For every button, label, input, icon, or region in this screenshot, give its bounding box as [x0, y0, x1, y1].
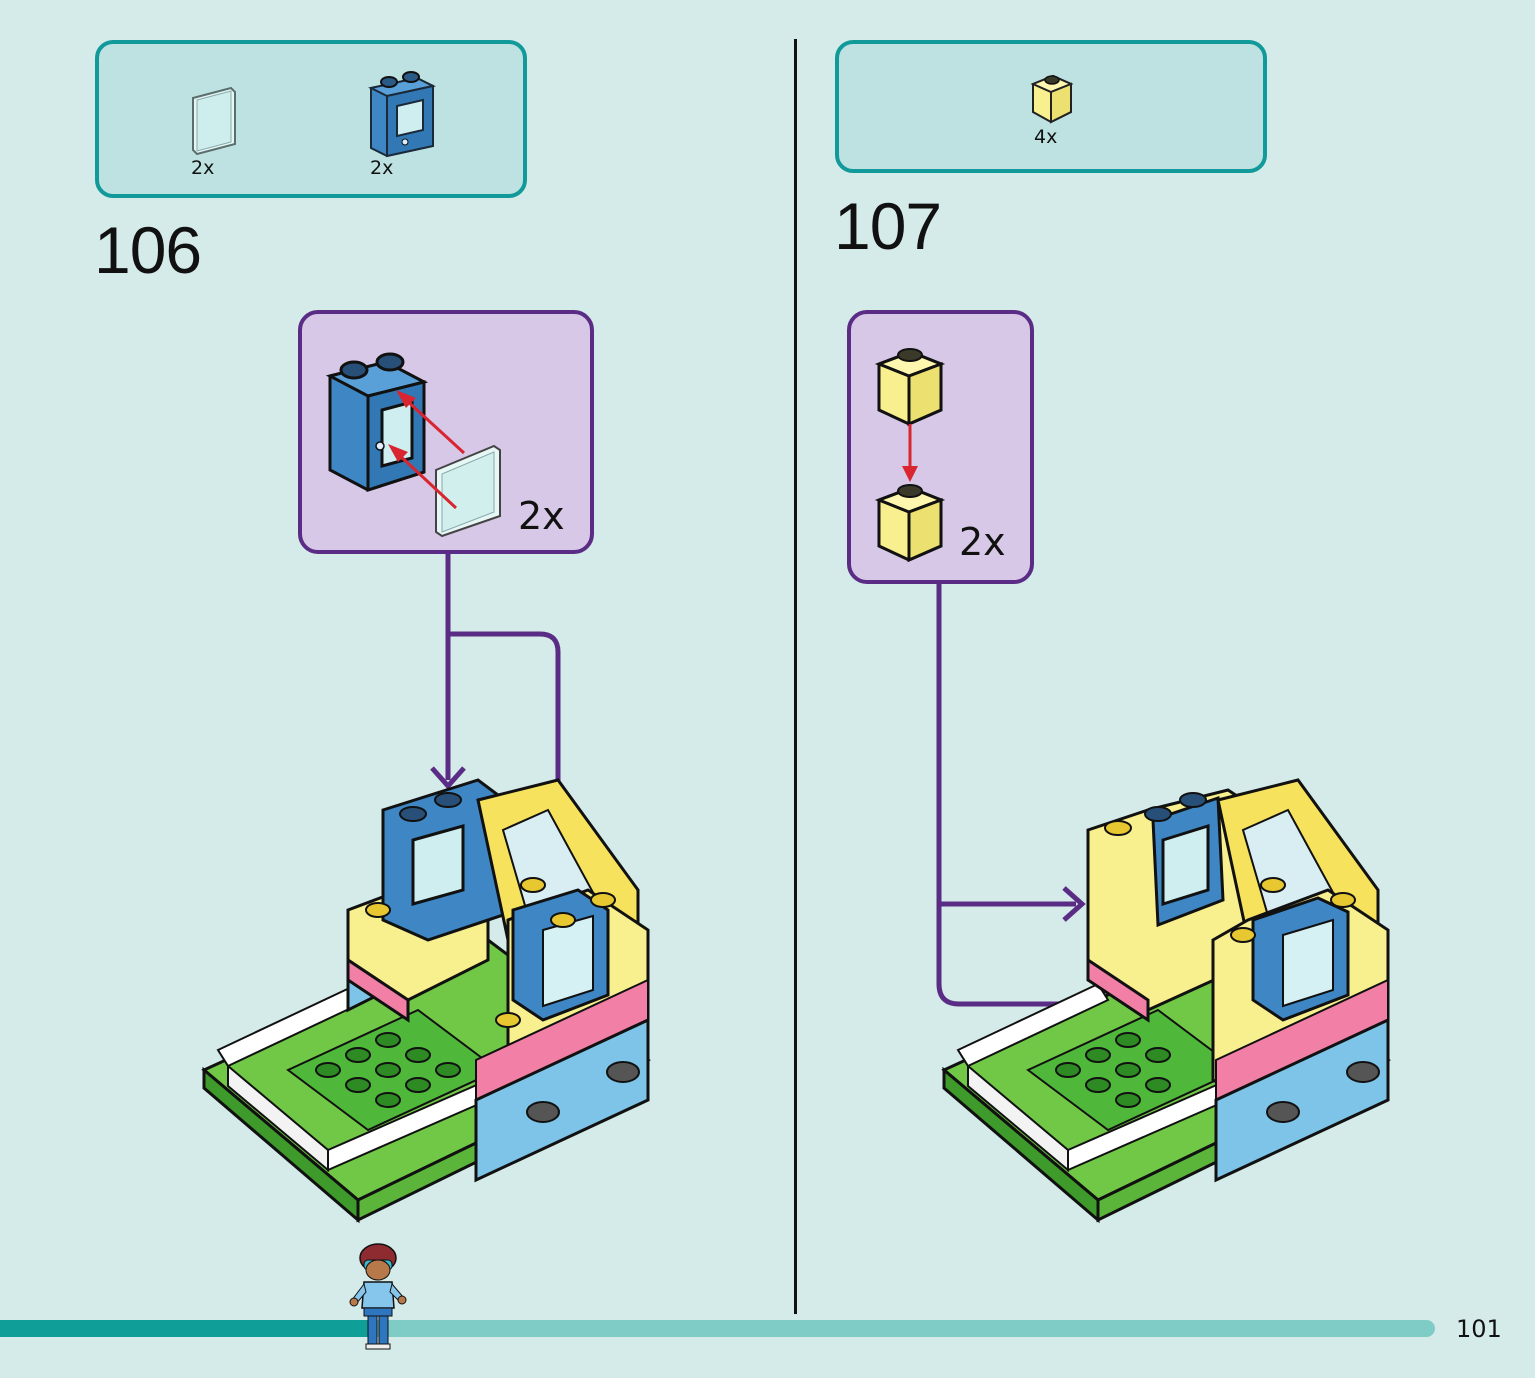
- minifigure-progress-marker-icon: [349, 1243, 407, 1350]
- step-divider-line: [794, 39, 797, 1314]
- transparent-glass-pane-icon: [192, 86, 236, 156]
- blue-window-frame-icon: [368, 71, 436, 158]
- building-model-step-106: [201, 778, 651, 1224]
- parts-list-box-step-106: 2x 2x: [95, 40, 527, 198]
- build-progress-fill: [0, 1320, 374, 1337]
- page-number: 101: [1456, 1315, 1502, 1343]
- callout-multiplier-106: 2x: [518, 494, 565, 538]
- parts-count-window-frame: 2x: [370, 157, 394, 179]
- building-model-step-107: [941, 778, 1391, 1224]
- stacked-yellow-bricks-icon: [874, 348, 946, 563]
- step-number-106: 106: [94, 213, 202, 287]
- parts-count-yellow-brick: 4x: [1034, 126, 1058, 148]
- parts-list-box-step-107: 4x: [835, 40, 1267, 173]
- sub-assembly-callout-step-106: 2x: [298, 310, 594, 554]
- window-frame-assembly-icon: [325, 352, 501, 538]
- callout-multiplier-107: 2x: [959, 520, 1006, 564]
- yellow-1x1-brick-icon: [1030, 74, 1074, 124]
- step-number-107: 107: [834, 189, 942, 263]
- parts-count-glass-pane: 2x: [191, 157, 215, 179]
- sub-assembly-callout-step-107: 2x: [847, 310, 1034, 584]
- build-progress-track: [0, 1320, 1435, 1337]
